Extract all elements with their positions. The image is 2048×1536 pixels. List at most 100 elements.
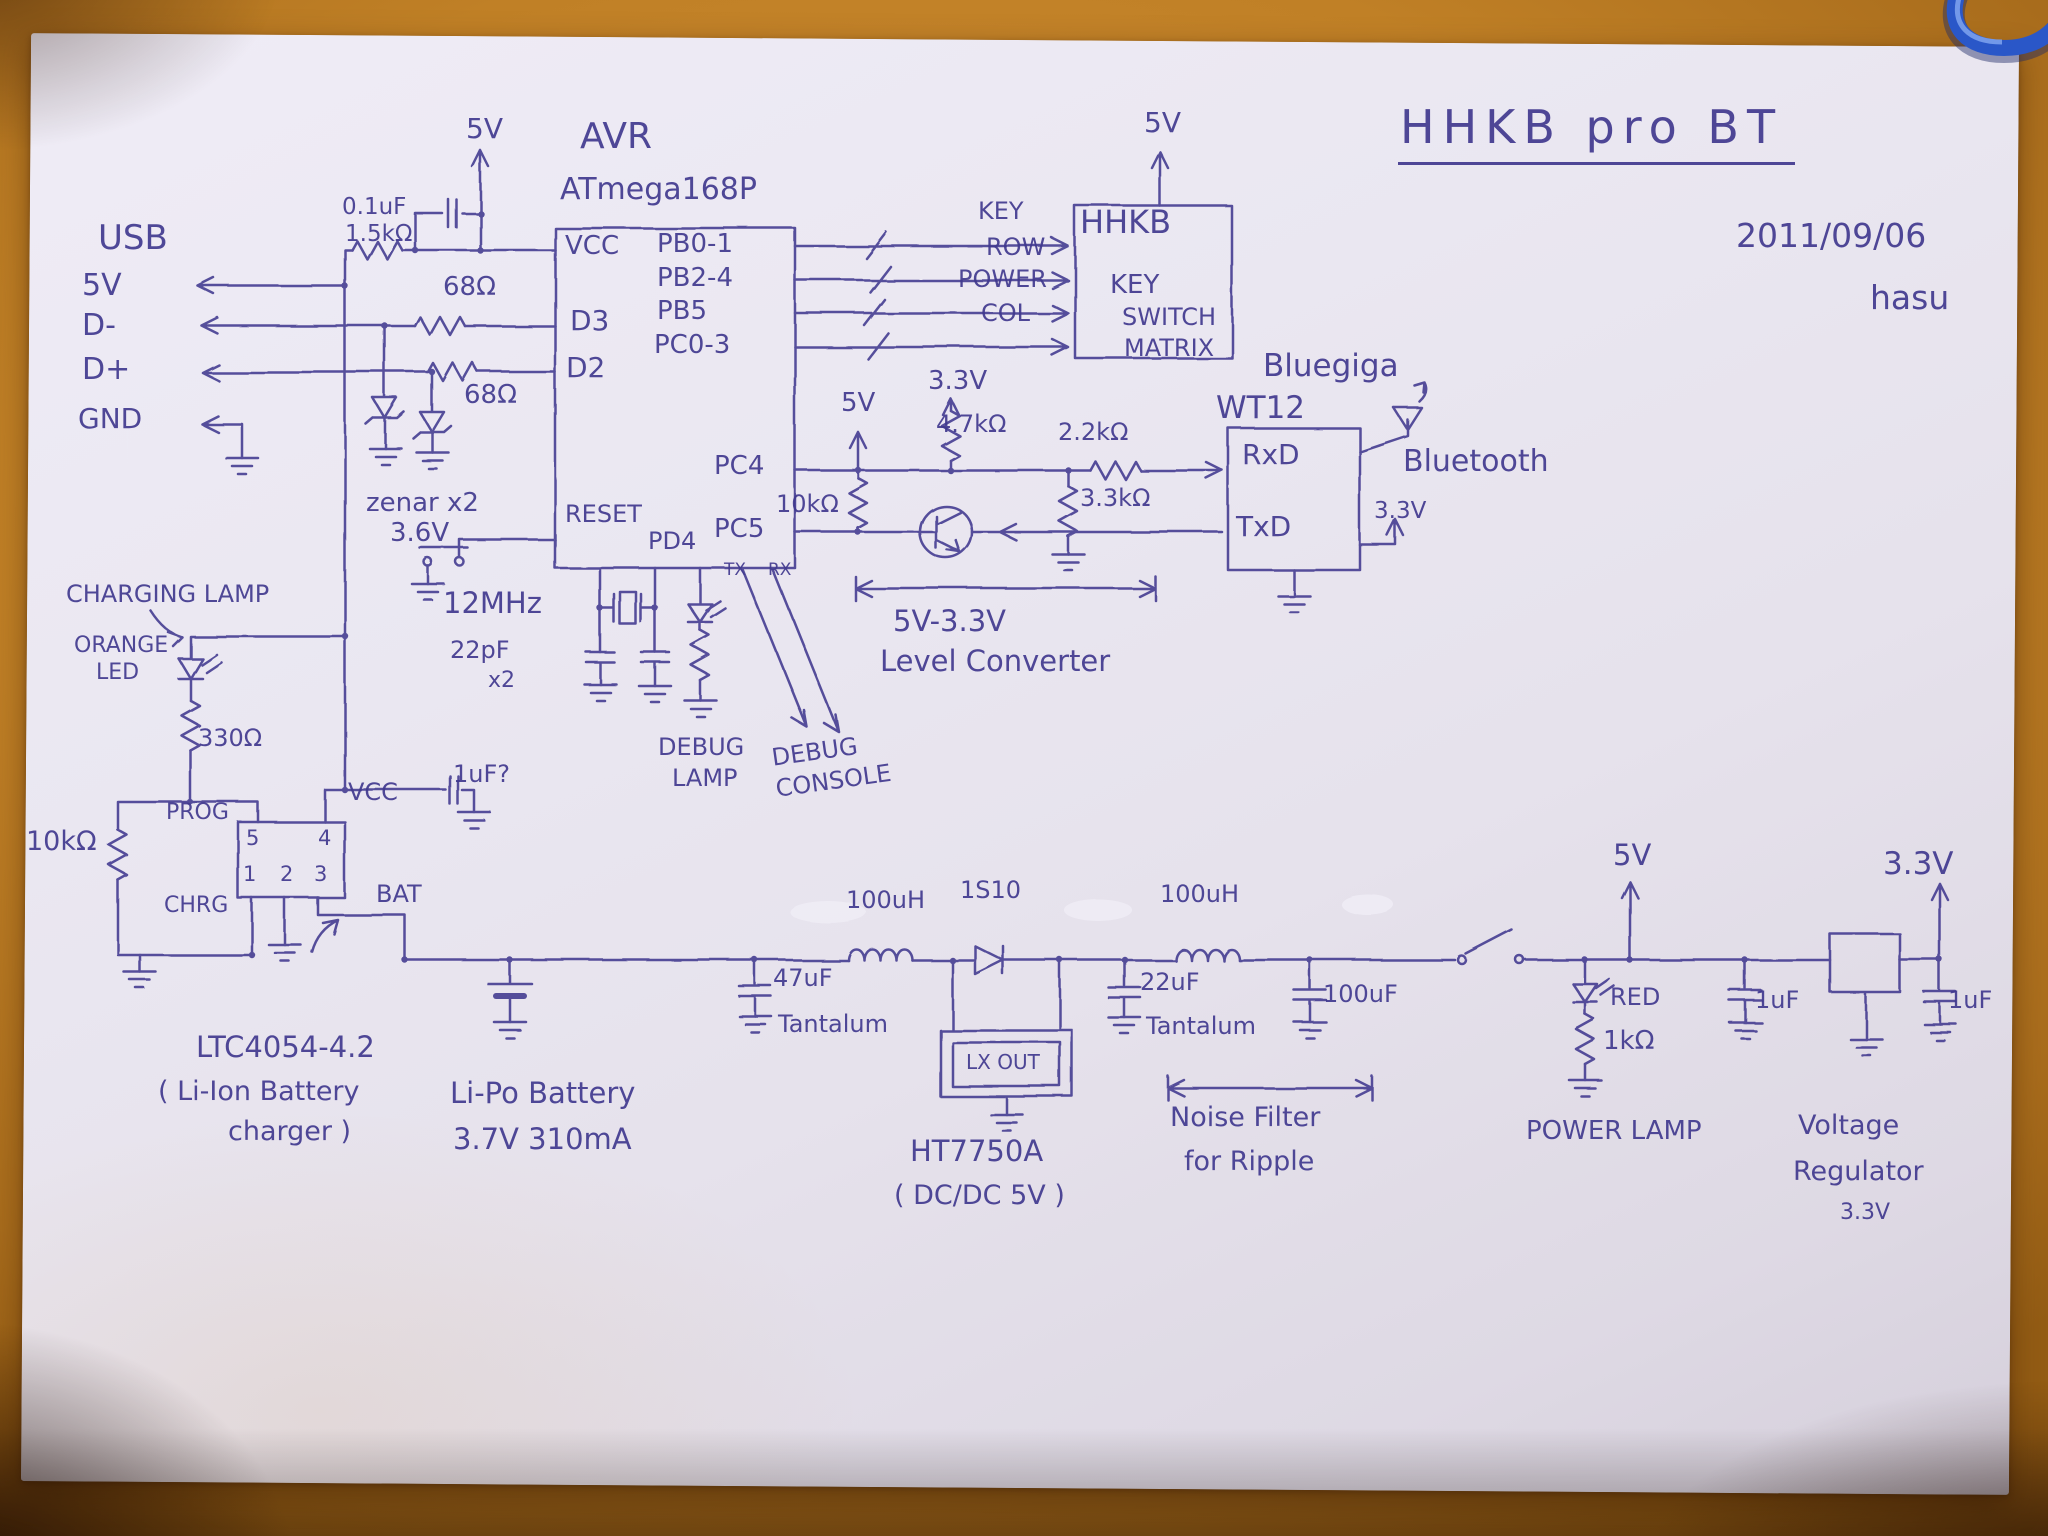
cap-22uf: 22uF (1140, 968, 1200, 996)
usb-title: USB (98, 218, 168, 258)
lx-out: LX OUT (966, 1050, 1040, 1074)
power-lamp: POWER LAMP (1526, 1116, 1702, 1146)
out-5v: 5V (1613, 838, 1652, 872)
res-33k: 3.3kΩ (1080, 484, 1151, 512)
res-10k-lc: 10kΩ (776, 490, 839, 518)
zener-voltage: 3.6V (390, 518, 450, 548)
usb-d-minus: D- (82, 308, 116, 343)
res-1k: 1kΩ (1603, 1026, 1655, 1056)
pin-pb01: PB0-1 (657, 229, 733, 259)
pin-d2: D2 (566, 351, 606, 384)
usb-5v: 5V (82, 268, 122, 303)
cap-22pf: 22pF (450, 636, 510, 664)
avr-part: ATmega168P (560, 172, 757, 207)
pin-prog: PROG (166, 800, 229, 825)
noise-filter-2: for Ripple (1184, 1146, 1315, 1177)
pin-pb5: PB5 (657, 296, 708, 326)
hhkb-5v: 5V (1144, 106, 1181, 139)
battery-line-1: Li-Po Battery (450, 1076, 636, 1110)
vreg-1: Voltage (1798, 1110, 1900, 1141)
pin-pb24: PB2-4 (657, 263, 733, 293)
usb-d-plus: D+ (82, 352, 131, 387)
lc-name: Level Converter (880, 644, 1111, 678)
pin-rxd: RxD (1242, 438, 1300, 471)
res-22k: 2.2kΩ (1058, 418, 1129, 446)
pin-bat: BAT (376, 880, 422, 908)
pin-pc03: PC0-3 (654, 330, 731, 360)
chip-pin-1: 1 (243, 862, 257, 886)
pin-pc5: PC5 (714, 514, 765, 544)
chip-pin-4: 4 (318, 826, 332, 850)
lc-33v: 3.3V (928, 366, 988, 396)
pin-chrg: CHRG (164, 893, 229, 918)
debug-lamp-1: DEBUG (658, 733, 745, 761)
res-68-dp: 68Ω (464, 380, 517, 410)
inductor-2: 100uH (1160, 880, 1240, 908)
out-33v: 3.3V (1883, 846, 1954, 882)
res-15k: 1.5kΩ (345, 221, 413, 247)
cap-47uf: 47uF (773, 964, 833, 992)
vreg-2: Regulator (1793, 1156, 1924, 1187)
debug-lamp-2: LAMP (672, 764, 738, 792)
bt-label: Bluetooth (1403, 444, 1549, 479)
bus-power: POWER (958, 265, 1047, 293)
tantalum-2: Tantalum (1146, 1012, 1256, 1040)
vreg-3: 3.3V (1840, 1200, 1891, 1225)
res-10k-chg: 10kΩ (26, 826, 97, 857)
diode-1s10: 1S10 (960, 876, 1022, 904)
inductor-1: 100uH (846, 886, 926, 914)
zener-label: zenar x2 (366, 488, 479, 518)
bus-row: ROW (986, 233, 1046, 261)
hhkb-switch: SWITCH (1122, 303, 1217, 331)
pin-pc4: PC4 (714, 451, 765, 481)
pin-txd: TxD (1236, 510, 1292, 543)
tx-tag: TX (724, 560, 747, 580)
dcdc-part: HT7750A (910, 1134, 1044, 1168)
led-word: LED (96, 660, 140, 685)
usb-gnd: GND (78, 402, 143, 435)
cap-x2: x2 (488, 668, 516, 693)
tantalum-1: Tantalum (778, 1010, 888, 1038)
xtal-freq: 12MHz (443, 586, 542, 620)
charger-desc-2: charger ) (228, 1116, 352, 1147)
bt-module: WT12 (1216, 390, 1306, 426)
pin-d3: D3 (570, 304, 610, 337)
battery-line-2: 3.7V 310mA (453, 1122, 632, 1156)
avr-5v: 5V (466, 112, 503, 145)
res-47k: 4.7kΩ (936, 410, 1007, 438)
rx-tag: RX (768, 560, 792, 580)
res-330: 330Ω (198, 724, 263, 752)
cap-1uf-q: 1uF? (453, 760, 511, 788)
pin-vcc: VCC (565, 231, 620, 261)
led-color: ORANGE (74, 633, 169, 658)
dcdc-desc: ( DC/DC 5V ) (894, 1180, 1065, 1211)
date: 2011/09/06 (1736, 216, 1927, 255)
bt-vendor: Bluegiga (1263, 348, 1399, 384)
bus-col: COL (981, 299, 1031, 327)
charging-lamp: CHARGING LAMP (66, 580, 270, 608)
charger-part: LTC4054-4.2 (196, 1030, 375, 1064)
hhkb-name: HHKB (1080, 203, 1172, 241)
cap-1uf-b: 1uF (1948, 986, 1993, 1014)
charger-desc-1: ( Li-Ion Battery (158, 1076, 360, 1107)
chip-pin-5: 5 (246, 826, 260, 850)
lc-5v: 5V (841, 388, 876, 418)
avr-heading: AVR (580, 116, 652, 157)
page-title: HHKB pro BT (1398, 100, 1796, 165)
led-red: RED (1610, 983, 1661, 1011)
cap-100uf: 100uF (1323, 980, 1398, 1008)
bus-key: KEY (978, 197, 1024, 225)
chip-pin-3: 3 (314, 862, 328, 886)
cap-01uf: 0.1uF (342, 194, 407, 220)
noise-filter-1: Noise Filter (1170, 1102, 1321, 1133)
chip-pin-2: 2 (280, 862, 294, 886)
chg-vcc: VCC (348, 778, 398, 806)
lc-range: 5V-3.3V (893, 604, 1007, 638)
pin-pd4: PD4 (648, 527, 697, 555)
res-68-dm: 68Ω (443, 272, 496, 302)
hhkb-matrix: MATRIX (1124, 334, 1215, 362)
hhkb-key: KEY (1110, 270, 1160, 300)
pin-reset: RESET (565, 500, 642, 528)
cap-1uf-a: 1uF (1755, 986, 1800, 1014)
